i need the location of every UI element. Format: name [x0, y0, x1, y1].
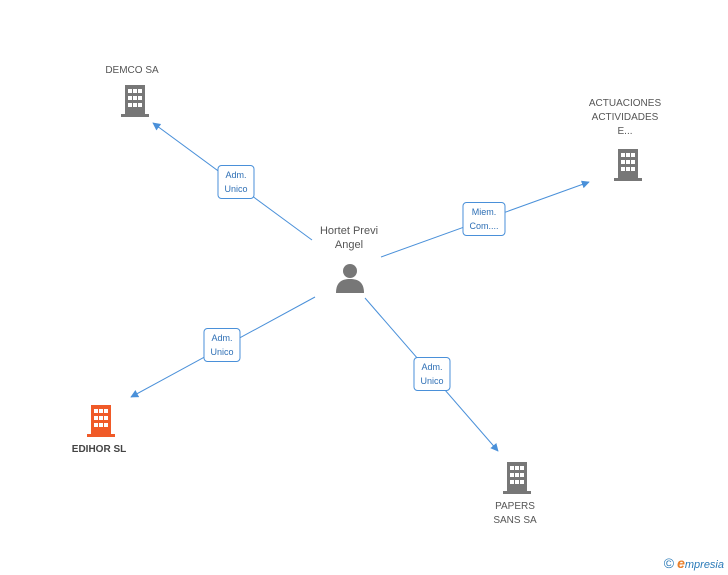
building-icon[interactable]	[120, 84, 150, 118]
relation-label-line: Unico	[224, 184, 248, 194]
company-name-papers[interactable]: PAPERS SANS SA	[493, 500, 536, 528]
relation-label-line: Adm.	[225, 170, 247, 180]
logo-text: mpresia	[684, 559, 724, 571]
building-icon[interactable]	[613, 148, 643, 182]
relation-label-demco[interactable]: Adm. Unico	[217, 165, 255, 199]
relation-label-edihor[interactable]: Adm. Unico	[203, 328, 241, 362]
person-name-line1: Hortet Previ	[319, 225, 379, 237]
company-name-edihor[interactable]: EDIHOR SL	[71, 444, 127, 455]
relation-label-line: Miem.	[471, 207, 497, 217]
empresia-logo: empresia	[677, 555, 724, 571]
person-name-line2: Angel	[334, 239, 364, 251]
relation-label-line: Unico	[420, 376, 444, 386]
logo-e: e	[677, 555, 685, 571]
relation-label-papers[interactable]: Adm. Unico	[413, 357, 451, 391]
person-icon[interactable]	[335, 262, 365, 294]
relation-label-line: Adm.	[211, 333, 233, 343]
company-name-line: SANS SA	[493, 515, 537, 526]
relation-label-actuaciones[interactable]: Miem. Com....	[462, 202, 506, 236]
company-name-line: E...	[617, 126, 633, 137]
copyright-icon: ©	[663, 555, 675, 571]
relation-label-line: Unico	[210, 347, 234, 357]
building-icon[interactable]	[502, 461, 532, 495]
company-name-demco[interactable]: DEMCO SA	[105, 65, 159, 76]
company-name-line: PAPERS	[495, 501, 535, 512]
relation-label-line: Com....	[469, 221, 499, 231]
relation-label-line: Adm.	[421, 362, 443, 372]
company-name-actuaciones[interactable]: ACTUACIONES ACTIVIDADES E...	[589, 97, 661, 139]
building-icon[interactable]	[86, 404, 116, 438]
company-name-line: ACTUACIONES	[588, 98, 662, 109]
empresia-footer[interactable]: © empresia	[664, 555, 724, 571]
company-name-line: ACTIVIDADES	[591, 112, 659, 123]
person-name[interactable]: Hortet Previ Angel	[320, 224, 378, 252]
